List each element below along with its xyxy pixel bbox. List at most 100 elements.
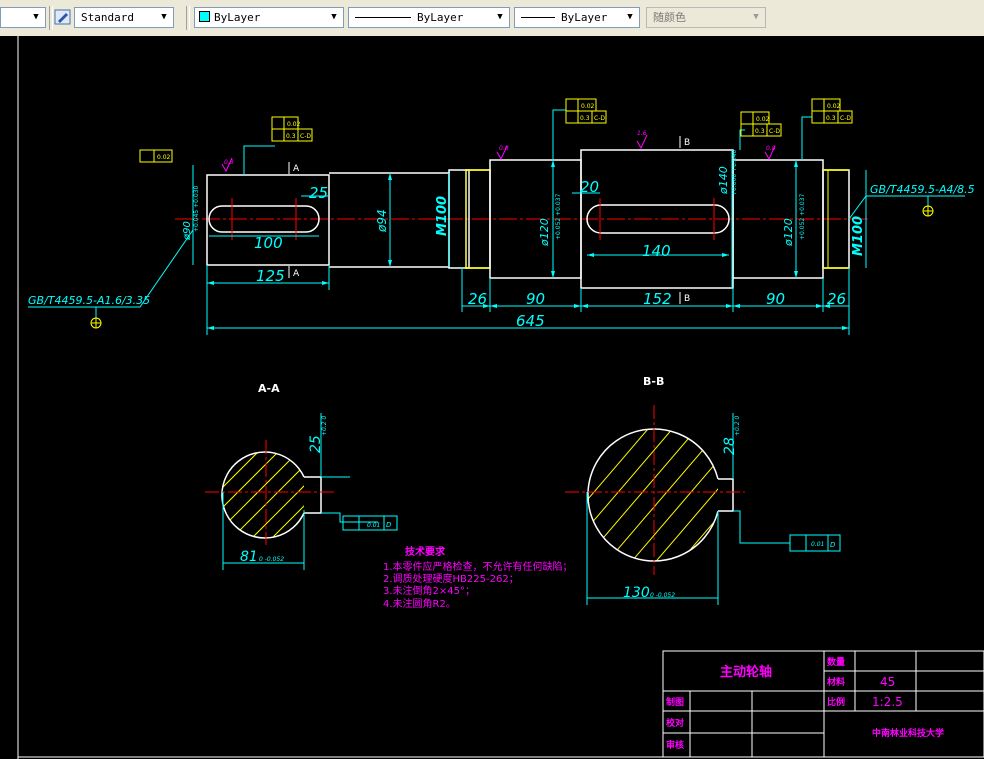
section-b-width: 130 [623,585,650,601]
plotstyle-select: 随颜色 ▼ [646,7,766,28]
svg-text:A: A [293,269,300,279]
dim-25: 25 [309,184,328,202]
svg-text:0.02: 0.02 [287,121,301,128]
svg-text:0.02: 0.02 [756,116,770,123]
toolbar-separator [49,6,53,30]
dim-26-right: 26 [827,290,846,308]
section-b-width-tol: 0 -0.052 [650,592,675,599]
shaft-main-view [175,149,870,289]
svg-text:D: D [386,521,392,529]
tolerance-small-texts: +0.052 +0.037 +0.052 +0.037 +0.045 +0.03… [193,150,806,240]
dropdown-arrow-icon: ▼ [33,12,39,22]
section-a-depth-tol: +0.2 0 [321,416,328,436]
color-swatch-icon [199,11,210,22]
line-sample-icon [355,17,411,18]
dim-m100-right: M100 [851,216,866,256]
section-b-depth-tol: +0.2 0 [734,416,741,436]
plotstyle-value: 随颜色 [653,11,686,24]
dropdown-arrow-icon: ▼ [497,12,503,22]
svg-text:A: A [293,164,300,174]
layer-combo-tail[interactable]: ▼ [0,7,46,28]
dim-m100-left: M100 [435,196,450,236]
svg-text:0.8: 0.8 [224,159,234,166]
notes-title: 技术要求 [405,545,446,558]
notes-line-3: 3.未注倒角2×45°； [383,584,475,597]
svg-text:B: B [684,294,690,304]
dim-26-left: 26 [468,290,487,308]
part-name: 主动轮轴 [720,664,772,680]
text-style-value: Standard [81,11,134,24]
arrowheads [207,160,849,330]
keyway-b [586,204,730,234]
dim-645: 645 [516,312,545,330]
centerhole-note-right: GB/T4459.5-A4/8.5 [870,183,975,196]
drawing-svg[interactable]: 125 100 25 20 140 26 90 152 90 26 645 ø9… [0,36,984,759]
dimension-texts: 125 100 25 20 140 26 90 152 90 26 645 ø9… [28,166,975,330]
scale-value: 1:2.5 [872,695,903,709]
material-value: 45 [880,675,895,689]
quantity-label: 数量 [827,656,845,668]
notes-line-1: 1.本零件应严格检查，不允许有任何缺陷； [383,560,573,573]
dropdown-arrow-icon: ▼ [161,12,167,22]
centerhole-symbols [90,205,934,329]
checked-by-label: 校对 [666,717,684,729]
section-a-title: A-A [258,382,280,395]
svg-text:0.3: 0.3 [755,128,765,135]
keyway-a [208,205,320,233]
svg-text:+0.060 +0.040: +0.060 +0.040 [731,150,738,196]
svg-text:0.02: 0.02 [157,154,171,161]
properties-toolbar: ▼ Standard ▼ ByLayer ▼ ByLayer ▼ ByLayer… [0,0,984,37]
drawing-canvas[interactable]: 125 100 25 20 140 26 90 152 90 26 645 ø9… [0,36,984,759]
color-select[interactable]: ByLayer ▼ [194,7,344,28]
dim-100: 100 [254,234,283,252]
dim-phi94: ø94 [375,209,389,233]
svg-text:0.8: 0.8 [499,145,509,152]
notes-line-4: 4.未注圆角R2。 [383,597,456,610]
roughness-texts: 0.8 0.8 1.6 0.8 [224,130,776,166]
lineweight-select[interactable]: ByLayer ▼ [514,7,640,28]
technical-notes: 技术要求 1.本零件应严格检查，不允许有任何缺陷； 2.调质处理硬度HB225-… [383,545,573,610]
svg-text:+0.052 +0.037: +0.052 +0.037 [799,194,806,240]
dim-125: 125 [256,267,285,285]
drawn-by-label: 制图 [666,696,684,708]
dim-90-left: 90 [526,290,545,308]
school-name: 中南林业科技大学 [872,727,944,739]
dim-140: 140 [642,242,671,260]
dim-152: 152 [643,290,672,308]
svg-text:+0.045 +0.030: +0.045 +0.030 [193,186,200,232]
dropdown-arrow-icon: ▼ [753,12,759,22]
linetype-select[interactable]: ByLayer ▼ [348,7,510,28]
text-style-icon[interactable] [54,8,72,26]
svg-text:+0.052 +0.037: +0.052 +0.037 [555,194,562,240]
svg-text:0.02: 0.02 [581,103,595,110]
svg-text:D: D [830,541,836,549]
color-value: ByLayer [214,11,261,24]
section-b-title: B-B [643,375,664,388]
section-a-width-tol: 0 -0.052 [259,556,284,563]
dim-20: 20 [580,178,599,196]
text-style-select[interactable]: Standard ▼ [74,7,174,28]
roughness-symbols [221,134,776,173]
dim-phi90: ø90 [182,221,193,241]
svg-text:C-D: C-D [300,133,311,140]
svg-text:1.6: 1.6 [637,130,647,137]
svg-text:0.01: 0.01 [811,541,824,548]
section-markers: A A B B [288,136,690,304]
lineweight-value: ByLayer [561,11,608,24]
svg-text:C-D: C-D [594,115,605,122]
dropdown-arrow-icon: ▼ [627,12,633,22]
title-block: 主动轮轴 数量 材料 比例 制图 校对 审核 中南林业科技大学 45 1:2.5 [662,650,984,758]
section-a-width: 81 [240,549,258,565]
scale-label: 比例 [827,696,845,708]
dim-90-right: 90 [766,290,785,308]
linetype-value: ByLayer [417,11,464,24]
material-label: 材料 [826,676,845,688]
color-swatch-row: ByLayer [199,8,260,27]
lineweight-sample-icon [521,17,555,18]
svg-text:0.8: 0.8 [766,145,776,152]
svg-text:B: B [684,138,690,148]
svg-text:0.3: 0.3 [286,133,296,140]
dim-phi120-right: ø120 [782,218,795,247]
dim-phi140: ø140 [717,166,730,195]
